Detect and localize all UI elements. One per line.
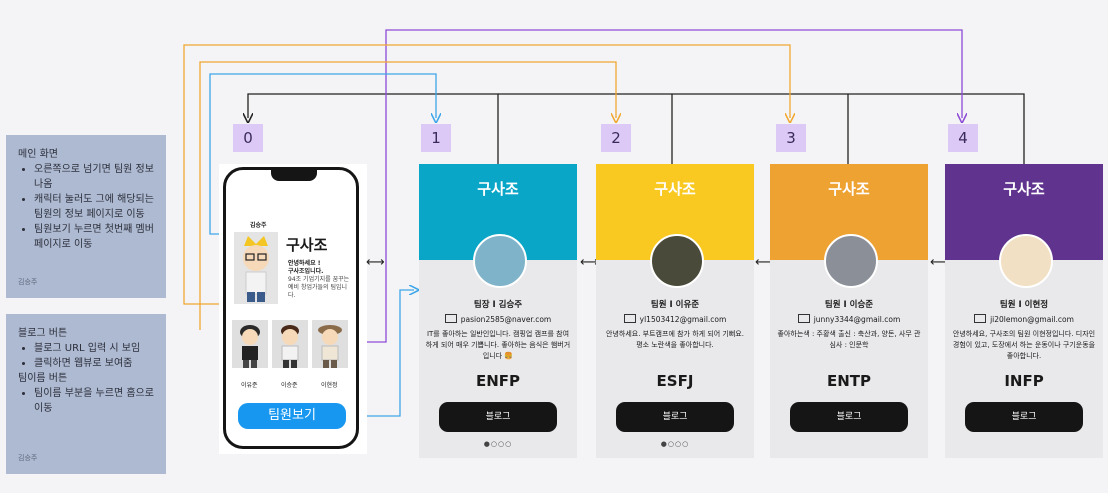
member-mbti: ENTP xyxy=(770,372,928,390)
note-blog-button: 블로그 버튼 블로그 URL 입력 시 보임 클릭하면 웹뷰로 보여줌 팀이름 … xyxy=(6,314,166,474)
phone-team-line: 구사조입니다. xyxy=(288,266,323,275)
screen-number-4: 4 xyxy=(948,124,978,152)
member-character-2[interactable] xyxy=(272,320,308,368)
mail-icon xyxy=(798,314,810,323)
view-members-button[interactable]: 팀원보기 xyxy=(238,403,346,429)
screen-number-2: 2 xyxy=(601,124,631,152)
blog-button[interactable]: 블로그 xyxy=(616,402,734,432)
card-team-title[interactable]: 구사조 xyxy=(419,178,577,199)
member-avatar xyxy=(650,234,704,288)
member-intro: 좋아하는색 : 주황색 출신 : 축산과, 양돈, 사무 관심사 : 인문학 xyxy=(776,329,922,351)
note-item: 팀원보기 누르면 첫번째 멤버 페이지로 이동 xyxy=(34,222,156,252)
member-intro: IT를 좋아하는 일반인입니다. 캠핑업 캠프를 참여하게 되어 매우 기쁩니다… xyxy=(425,329,571,362)
note-item: 캐릭터 눌러도 그에 해당되는 팀원의 정보 페이지로 이동 xyxy=(34,192,156,222)
member-name-3[interactable]: 이현정 xyxy=(321,380,338,389)
top-name: 김승주 xyxy=(250,220,267,229)
member-card-1: 구사조 팀장 I 김승주 pasion2585@naver.com IT를 좋아… xyxy=(419,164,577,458)
member-role: 팀원 I 이현정 xyxy=(945,298,1103,310)
mail-icon xyxy=(624,314,636,323)
member-character-1[interactable] xyxy=(232,320,268,368)
member-card-2: 구사조 팀원 I 이유준 yl1503412@gmail.com 안녕하세요. … xyxy=(596,164,754,458)
page-indicator: ●○○○ xyxy=(419,440,577,448)
home-link-line xyxy=(498,94,1024,164)
note-heading: 메인 화면 xyxy=(18,147,156,162)
note-item: 오른쪽으로 넘기면 팀원 정보 나옴 xyxy=(34,162,156,192)
page-indicator: ●○○○ xyxy=(596,440,754,448)
member-intro: 안녕하세요, 구사조의 팀원 이현정입니다. 디자인 경험이 있고, 도장에서 … xyxy=(951,329,1097,362)
note-item: 클릭하면 웹뷰로 보여줌 xyxy=(34,356,156,371)
note-heading: 팀이름 버튼 xyxy=(18,371,156,386)
swipe-arrow-icon: ⟷ xyxy=(366,255,385,270)
mail-icon xyxy=(974,314,986,323)
member-mbti: ENFP xyxy=(419,372,577,390)
member-character-3[interactable] xyxy=(312,320,348,368)
member-name-1[interactable]: 이유준 xyxy=(241,380,258,389)
member-role: 팀장 I 김승주 xyxy=(419,298,577,310)
member-email: junny3344@gmail.com xyxy=(770,314,928,324)
note-author: 김승주 xyxy=(18,451,37,466)
member-avatar xyxy=(824,234,878,288)
member-card-4: 구사조 팀원 I 이현정 ji20lemon@gmail.com 안녕하세요, … xyxy=(945,164,1103,458)
card-team-title[interactable]: 구사조 xyxy=(945,178,1103,199)
note-author: 김승주 xyxy=(18,275,37,290)
main-screen-phone: 김승주 구사조 안녕하세요 ! 구사조입니다. 94조 기업기지를 꿈꾸는 예비… xyxy=(219,164,367,454)
member-intro: 안녕하세요. 부트캠프에 참가 하게 되어 기뻐요. 평소 노란색을 좋아합니다… xyxy=(602,329,748,351)
card-team-title[interactable]: 구사조 xyxy=(770,178,928,199)
member-email: yl1503412@gmail.com xyxy=(596,314,754,324)
note-heading: 블로그 버튼 xyxy=(18,326,156,341)
leader-character[interactable] xyxy=(234,232,278,304)
screen-number-0: 0 xyxy=(233,124,263,152)
screen-number-3: 3 xyxy=(776,124,806,152)
member-role: 팀원 I 이승준 xyxy=(770,298,928,310)
member-mbti: ESFJ xyxy=(596,372,754,390)
member-name-2[interactable]: 이승준 xyxy=(281,380,298,389)
member-card-3: 구사조 팀원 I 이승준 junny3344@gmail.com 좋아하는색 :… xyxy=(770,164,928,458)
member-email: ji20lemon@gmail.com xyxy=(945,314,1103,324)
phone-notch xyxy=(271,169,317,181)
phone-team-title[interactable]: 구사조 xyxy=(286,234,327,255)
card-team-title[interactable]: 구사조 xyxy=(596,178,754,199)
member-avatar xyxy=(473,234,527,288)
note-main-screen: 메인 화면 오른쪽으로 넘기면 팀원 정보 나옴 캐릭터 눌러도 그에 해당되는… xyxy=(6,135,166,298)
note-item: 팀이름 부분을 누르면 홈으로 이동 xyxy=(34,386,156,416)
phone-frame: 김승주 구사조 안녕하세요 ! 구사조입니다. 94조 기업기지를 꿈꾸는 예비… xyxy=(223,167,359,449)
phone-desc: 94조 기업기지를 꿈꾸는 예비 창업가들의 팀입니다. xyxy=(288,276,350,300)
blog-button[interactable]: 블로그 xyxy=(790,402,908,432)
mail-icon xyxy=(445,314,457,323)
blog-button[interactable]: 블로그 xyxy=(439,402,557,432)
blog-button[interactable]: 블로그 xyxy=(965,402,1083,432)
member-avatar xyxy=(999,234,1053,288)
member-email: pasion2585@naver.com xyxy=(419,314,577,324)
screen-number-1: 1 xyxy=(421,124,451,152)
member-role: 팀원 I 이유준 xyxy=(596,298,754,310)
member-mbti: INFP xyxy=(945,372,1103,390)
home-link-line xyxy=(248,94,498,164)
note-item: 블로그 URL 입력 시 보임 xyxy=(34,341,156,356)
